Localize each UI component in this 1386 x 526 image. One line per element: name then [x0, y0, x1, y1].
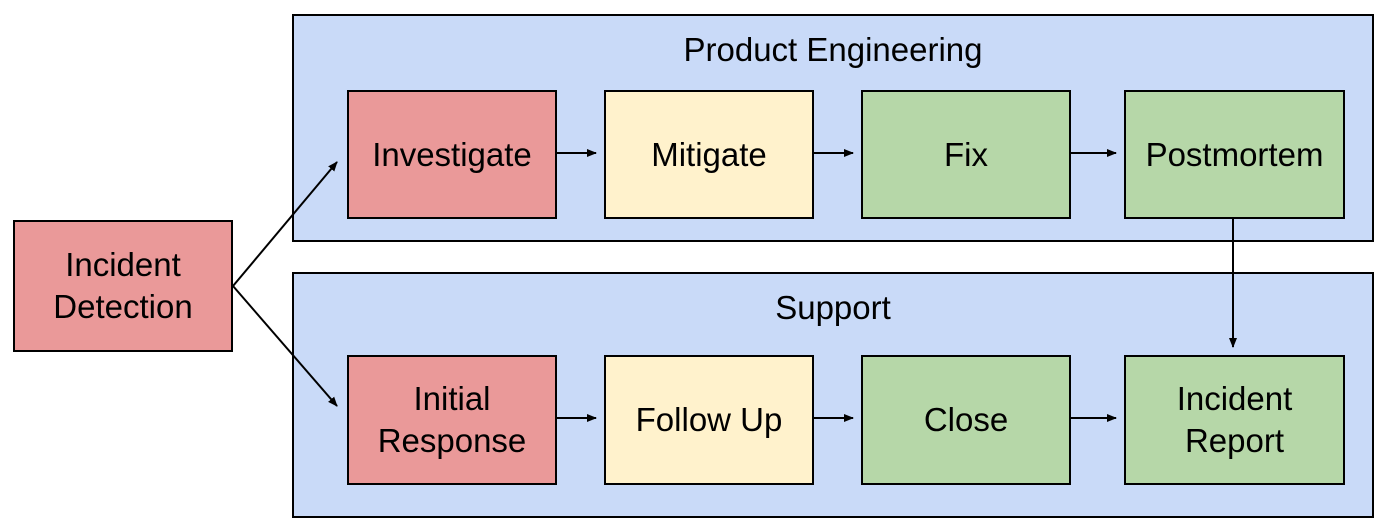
- node-close: Close: [861, 355, 1071, 485]
- node-follow-up: Follow Up: [604, 355, 814, 485]
- node-postmortem: Postmortem: [1124, 90, 1345, 219]
- lane-support: Support Initial Response Follow Up Close…: [292, 272, 1374, 518]
- node-mitigate: Mitigate: [604, 90, 814, 219]
- lane-title-product-engineering: Product Engineering: [683, 31, 983, 68]
- node-initial-response: Initial Response: [347, 355, 557, 485]
- node-incident-report: Incident Report: [1124, 355, 1345, 485]
- node-incident-detection: Incident Detection: [13, 220, 233, 352]
- lane-title-support: Support: [775, 289, 891, 326]
- lane-product-engineering: Product Engineering Investigate Mitigate…: [292, 14, 1374, 242]
- node-fix: Fix: [861, 90, 1071, 219]
- node-investigate: Investigate: [347, 90, 557, 219]
